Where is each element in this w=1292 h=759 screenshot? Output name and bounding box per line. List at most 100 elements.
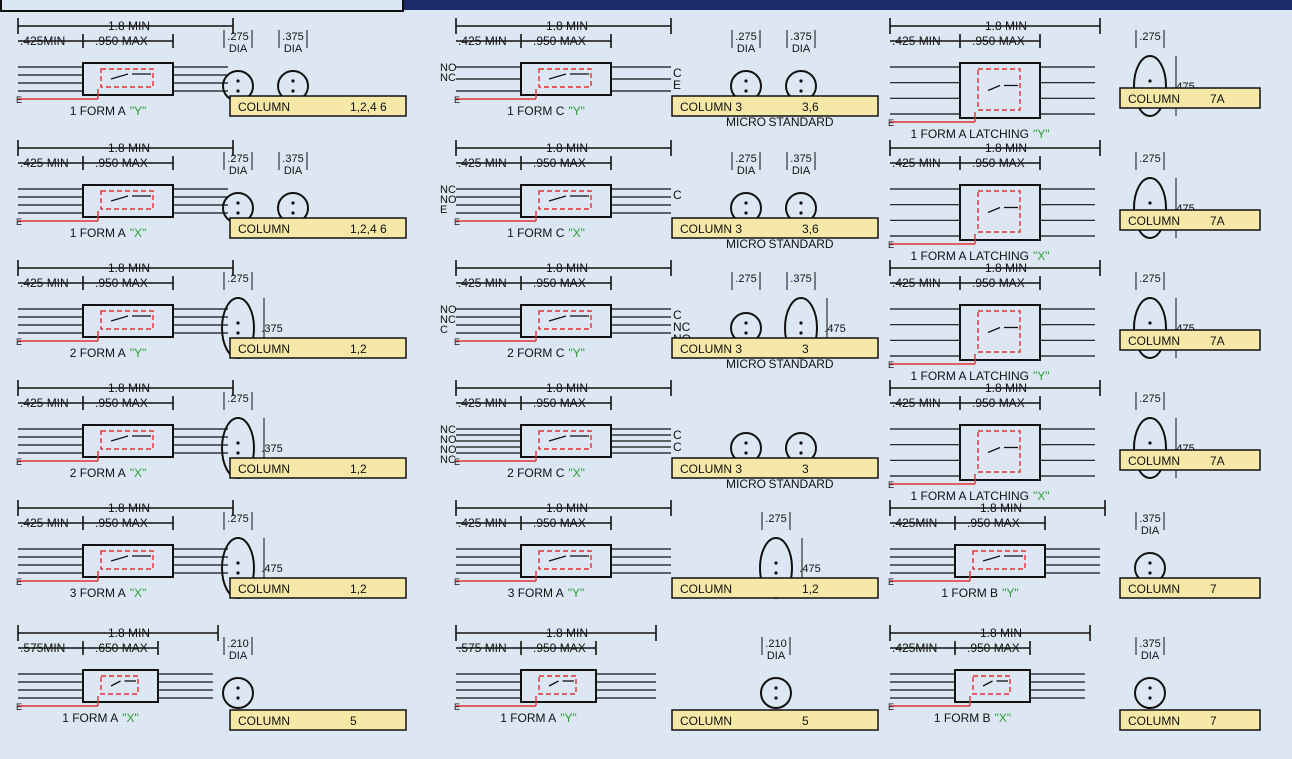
switch-body [959,184,1041,241]
lead-e-label: E [888,480,894,490]
header-bar [0,0,1292,10]
form-name: 2 FORM A [70,346,126,360]
lead-e-label: E [16,702,22,712]
dim-max-label: .950 MAX [95,276,148,290]
reed-capsule [977,190,1021,233]
dim-min-label: 1.8 MIN [546,141,588,155]
switch-body [954,669,1031,703]
column-value: 3,6 [802,222,819,236]
switch-body [82,424,174,458]
column-box [671,457,879,479]
column-value: 1,2 [802,582,819,596]
pin-dot [799,211,803,215]
lead-right-1: C [673,440,682,454]
column-box [671,337,879,359]
view-label: MICRO [726,477,766,491]
column-box [1119,87,1261,109]
switch-body [959,304,1041,361]
dim-max-label: .650 MAX [95,641,148,655]
view-dim-dia: DIA [284,165,303,177]
pin-dot [799,331,803,335]
switch-body [520,424,612,458]
column-value: 1,2 [350,342,367,356]
lead-e-label: E [16,337,22,347]
form-label: 1 FORM B"Y" [941,586,1018,600]
dim-lead-label: .575MIN [20,641,65,655]
reed-capsule [538,430,592,450]
lead-right-1: NC [673,320,691,334]
dim-max-label: .950 MAX [95,34,148,48]
form-name: 1 FORM A LATCHING [911,127,1029,141]
switch-body [82,669,159,703]
view-dim-top: .275 [1139,393,1160,405]
view-dim-dia: DIA [1141,650,1160,662]
form-name: 1 FORM A LATCHING [911,369,1029,383]
column-value: 1,2,4 6 [350,100,387,114]
column-label: COLUMN [238,100,290,114]
view-dim-top: .275 [227,273,248,285]
reed-capsule [972,550,1026,570]
lead-left-0: NO [440,62,457,74]
lead-e-label: E [888,702,894,712]
view-dim-top: .375 [1139,638,1160,650]
form-variant: "Y" [568,104,585,118]
pin-dot [744,79,748,83]
lead-e-label: E [888,118,894,128]
column-box [1119,329,1261,351]
reed-capsule [977,310,1021,353]
pin-dot [236,211,240,215]
form-variant: "Y" [1033,127,1050,141]
dim-min-label: 1.8 MIN [985,19,1027,33]
form-variant: "X" [130,466,147,480]
form-label: 1 FORM A"X" [62,711,139,725]
lead-e-label: E [16,457,22,467]
form-name: 1 FORM C [507,104,565,118]
column-label: COLUMN [680,582,732,596]
dim-max-label: .950 MAX [95,156,148,170]
pin-dot [774,696,778,700]
view-dim-dia: DIA [1141,525,1160,537]
switch-body [520,184,612,218]
column-box [229,577,407,599]
view-dim-top: .210 [227,638,248,650]
form-name: 3 FORM A [70,586,126,600]
dim-max-label: .950 MAX [972,156,1025,170]
form-label: 1 FORM A"Y" [500,711,577,725]
pin-dot [291,201,295,205]
view-dim-dia: DIA [737,43,756,55]
end-view-0 [1133,297,1167,359]
view-label: STANDARD [768,237,833,251]
reed-capsule [538,68,592,88]
end-view-0 [1133,417,1167,479]
form-variant: "X" [568,226,585,240]
view-dim-side: .475 [261,563,282,575]
form-name: 1 FORM C [507,226,565,240]
lead-e-label: E [16,217,22,227]
dim-min-label: 1.8 MIN [985,381,1027,395]
pin-dot [236,571,240,575]
dim-min-label: 1.8 MIN [546,19,588,33]
pin-dot [1148,441,1152,445]
dim-min-label: 1.8 MIN [980,501,1022,515]
pin-dot [1148,571,1152,575]
dim-max-label: .950 MAX [533,396,586,410]
column-box [229,217,407,239]
dim-lead-label: .425 MIN [458,34,507,48]
dim-lead-label: .425 MIN [892,396,941,410]
dim-lead-label: .425 MIN [892,156,941,170]
dim-lead-label: .425MIN [892,516,937,530]
lead-e-label: E [16,577,22,587]
form-name: 3 FORM A [508,586,564,600]
dim-lead-label: .425 MIN [20,396,69,410]
column-value: 7A [1210,454,1225,468]
pin-dot [236,696,240,700]
reed-capsule [977,68,1021,111]
form-variant: "Y" [130,346,147,360]
column-value: 7A [1210,214,1225,228]
column-label: COLUMN 3 [680,342,742,356]
column-label: COLUMN [238,582,290,596]
lead-right-0: C [673,308,682,322]
